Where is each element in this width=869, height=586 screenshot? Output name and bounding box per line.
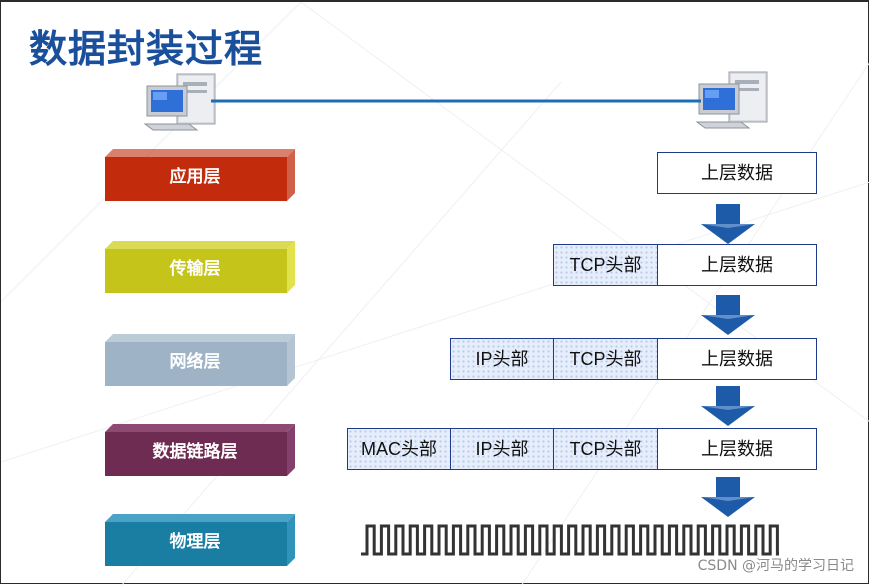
mac-header-box: MAC头部 [347,428,451,470]
square-wave-signal [361,524,779,556]
upper-data-box: 上层数据 [657,152,817,194]
layer-application: 应用层 [105,149,295,201]
layer-physical: 物理层 [105,514,295,566]
layer-block-shape [105,241,295,293]
layer-label: 数据链路层 [152,442,238,462]
layer-block-shape [105,514,295,566]
tcp-header-box: TCP头部 [553,428,658,470]
page-title: 数据封装过程 [29,27,264,71]
ip-header-box: IP头部 [450,338,554,380]
down-arrow-icon [701,477,755,517]
layer-label: 传输层 [169,259,221,279]
layer-block-shape [105,149,295,201]
layer-block-shape [105,334,295,386]
upper-data-box: 上层数据 [657,338,817,380]
computer-icon [695,71,768,129]
layer-block-shape [105,424,295,476]
ip-header-box: IP头部 [450,428,554,470]
tcp-header-box: TCP头部 [553,244,658,286]
computer-icon [143,73,216,131]
down-arrow-icon [701,204,755,244]
layer-datalink: 数据链路层 [105,424,295,476]
layer-network: 网络层 [105,334,295,386]
layer-transport: 传输层 [105,241,295,293]
down-arrow-icon [701,295,755,335]
layer-label: 应用层 [169,167,221,187]
upper-data-box: 上层数据 [657,244,817,286]
layer-label: 网络层 [169,352,221,372]
tcp-header-box: TCP头部 [553,338,658,380]
upper-data-box: 上层数据 [657,428,817,470]
layer-label: 物理层 [169,532,221,552]
down-arrow-icon [701,386,755,426]
watermark: CSDN @河马的学习日记 [697,558,854,574]
network-line [211,99,701,103]
